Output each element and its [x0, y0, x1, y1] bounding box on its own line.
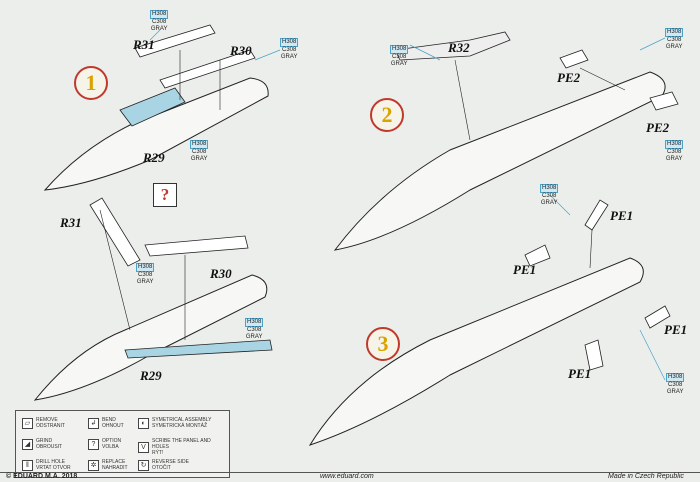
missile-step-1	[43, 77, 269, 191]
label-r29: R29	[143, 150, 165, 165]
step-3-marker: 3	[366, 327, 400, 361]
website: www.eduard.com	[320, 473, 374, 480]
option-icon: ?	[88, 438, 99, 450]
label-r30-option: R30	[210, 266, 232, 281]
part-r29-strip	[124, 339, 273, 359]
label-pe1-c: PE1	[664, 322, 688, 337]
label-pe2-b: PE2	[646, 120, 670, 135]
label-pe1-a: PE1	[610, 208, 634, 223]
label-r29-option: R29	[140, 368, 162, 383]
remove-icon: ▱	[22, 417, 33, 429]
part-pe1-d	[584, 339, 604, 371]
step-1-marker: 1	[74, 66, 108, 100]
part-pe1-a	[584, 199, 609, 231]
replace-icon: ✲	[88, 459, 99, 471]
step-2-marker: 2	[370, 98, 404, 132]
part-r31	[134, 24, 216, 58]
drill-hole-icon: ‖	[22, 459, 33, 471]
label-r30: R30	[230, 43, 252, 58]
missile-option	[33, 274, 268, 401]
symmetrical-assembly-icon: ◐	[138, 417, 149, 429]
copyright: © EDUARD M.A. 2018	[6, 473, 78, 480]
label-r32: R32	[448, 40, 470, 55]
missile-step-3	[308, 257, 644, 446]
scribe-icon: V	[138, 441, 149, 453]
part-r31-option	[89, 197, 141, 267]
made-in: Made in Czech Republic	[608, 473, 684, 480]
part-r32	[394, 31, 511, 61]
part-r31-installed	[119, 87, 186, 127]
missile-step-2	[333, 71, 666, 251]
label-r31: R31	[133, 37, 155, 52]
part-r30-option	[144, 235, 249, 257]
bend-icon: ↲	[88, 417, 99, 429]
label-pe1-b: PE1	[513, 262, 537, 277]
label-r31-option: R31	[60, 215, 82, 230]
label-pe1-d: PE1	[568, 366, 592, 381]
reverse-side-icon: ↻	[138, 459, 149, 471]
grind-icon: ◢	[22, 438, 33, 450]
part-pe2-b	[649, 91, 679, 111]
option-marker: ?	[153, 183, 177, 207]
part-pe1-c	[644, 305, 671, 329]
part-pe1-b	[524, 244, 551, 267]
label-pe2-a: PE2	[557, 70, 581, 85]
part-pe2-a	[559, 49, 589, 69]
footer-rule	[0, 472, 700, 473]
